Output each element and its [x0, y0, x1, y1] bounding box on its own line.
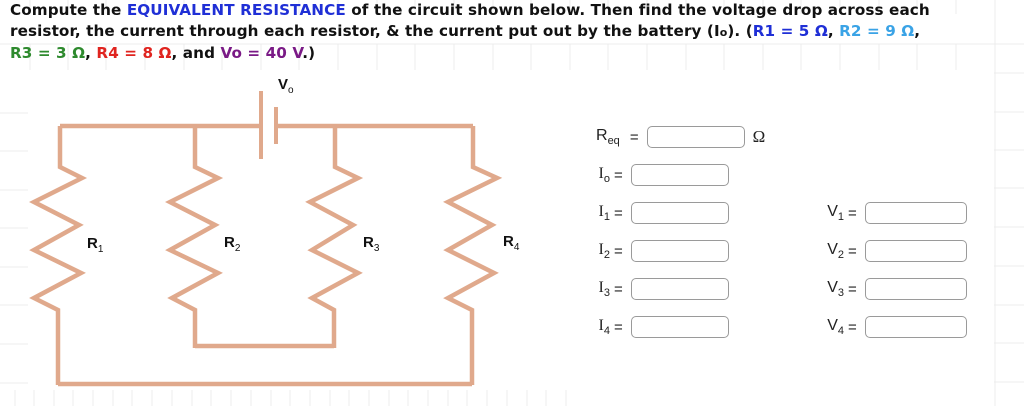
v2-label: V2 [827, 240, 844, 262]
v1-label: V1 [827, 202, 844, 224]
r2-value: R2 = 9 Ω [839, 22, 915, 40]
req-input[interactable] [646, 126, 745, 148]
r3-value: R3 = 3 Ω [10, 44, 86, 62]
resistor-r2 [165, 126, 224, 348]
resistor-r1 [29, 126, 88, 385]
v3-label: V3 [827, 278, 844, 300]
i4-label: I4 [598, 316, 610, 338]
vo-value: Vo = 40 V [220, 44, 303, 62]
r1-value: R1 = 5 Ω [752, 22, 828, 40]
question-line-1: Compute the EQUIVALENT RESISTANCE of the… [10, 1, 930, 19]
i3-row: I3 = [560, 278, 729, 300]
r4-label: R4 [503, 233, 520, 253]
i3-input[interactable] [630, 278, 729, 300]
io-label: Io [598, 164, 610, 186]
v4-label: V4 [827, 316, 844, 338]
v4-input[interactable] [864, 316, 967, 338]
io-row: Io = [560, 164, 729, 186]
i4-input[interactable] [630, 316, 729, 338]
resistor-r4 [443, 126, 503, 385]
v3-row: V3 = [794, 278, 967, 300]
r4-value: R4 = 8 Ω [96, 44, 172, 62]
req-row: Req = Ω [596, 126, 766, 148]
req-label: Req [596, 126, 620, 148]
i2-label: I2 [598, 240, 610, 262]
v2-row: V2 = [794, 240, 967, 262]
resistor-r3 [305, 126, 364, 348]
question-line-3: R3 = 3 Ω, R4 = 8 Ω, and Vo = 40 V.) [10, 44, 316, 62]
r2-label: R2 [224, 234, 241, 254]
v3-input[interactable] [864, 278, 967, 300]
r3-label: R3 [363, 234, 380, 254]
i2-input[interactable] [630, 240, 729, 262]
ohm-unit: Ω [752, 127, 766, 146]
i3-label: I3 [598, 278, 610, 300]
i1-label: I1 [598, 202, 610, 224]
i4-row: I4 = [560, 316, 729, 338]
v1-row: V1 = [794, 202, 967, 224]
i1-row: I1 = [560, 202, 729, 224]
i1-input[interactable] [630, 202, 729, 224]
question-text: Compute the EQUIVALENT RESISTANCE of the… [10, 0, 1020, 64]
circuit-diagram [29, 91, 503, 387]
question-line-2: resistor, the current through each resis… [10, 22, 921, 40]
r1-label: R1 [87, 235, 104, 255]
i2-row: I2 = [560, 240, 729, 262]
v2-input[interactable] [864, 240, 967, 262]
v4-row: V4 = [794, 316, 967, 338]
v1-input[interactable] [864, 202, 967, 224]
equivalent-resistance-highlight: EQUIVALENT RESISTANCE [126, 1, 346, 19]
battery-label: Vo [278, 76, 294, 96]
io-input[interactable] [630, 164, 729, 186]
